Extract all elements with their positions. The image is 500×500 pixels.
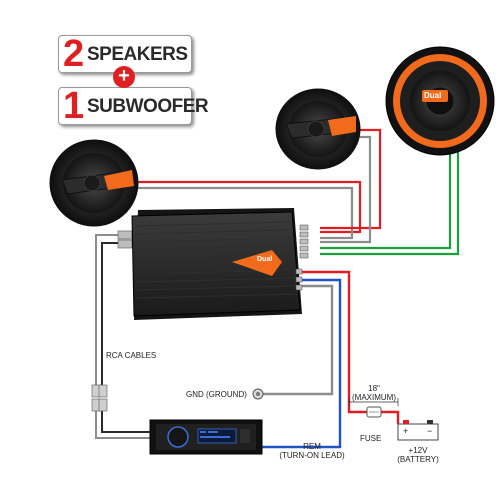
subwoofer-brand-logo: Dual [424,91,442,100]
speakers-word: SPEAKERS [87,44,188,65]
battery-icon [397,420,439,441]
speakers-badge: 2 SPEAKERS [58,33,192,75]
max-length-value: 18" [368,384,380,393]
subwoofer-count: 1 [63,85,85,127]
fuse-icon [366,406,382,418]
battery-voltage: +12V [408,446,428,455]
gnd-label: GND (GROUND) [186,390,247,399]
amplifier-icon [131,208,309,320]
max-length-dimension [348,398,399,406]
amplifier-brand-logo: Dual [257,256,273,263]
subwoofer-word: SUBWOOFER [87,96,209,117]
ground-terminal-icon [252,388,264,400]
speaker-wires [128,128,460,256]
rem-label: REM (TURN-ON LEAD) [272,442,352,460]
head-unit-icon [149,419,263,455]
battery-plus-terminal: + [403,426,409,436]
rca-plugs [91,230,133,412]
battery-name: (BATTERY) [397,455,439,464]
subwoofer-badge: 1 SUBWOOFER [58,85,209,127]
max-length-label: 18" (MAXIMUM) [350,384,398,402]
max-length-note: (MAXIMUM) [352,393,396,402]
plus-sign: + [118,65,130,87]
battery-label: +12V (BATTERY) [392,446,444,464]
plus-icon: + [113,66,135,88]
rem-label-line2: (TURN-ON LEAD) [279,451,345,460]
battery-minus-terminal: − [427,426,433,436]
subwoofer-icon [385,46,495,156]
speaker-right-icon [275,88,361,170]
speaker-left-icon [49,139,139,227]
rca-cables-label: RCA CABLES [106,351,157,360]
power-wires [262,270,400,449]
rem-label-line1: REM [303,442,321,451]
speakers-count: 2 [63,33,85,75]
fuse-label: FUSE [360,434,382,443]
